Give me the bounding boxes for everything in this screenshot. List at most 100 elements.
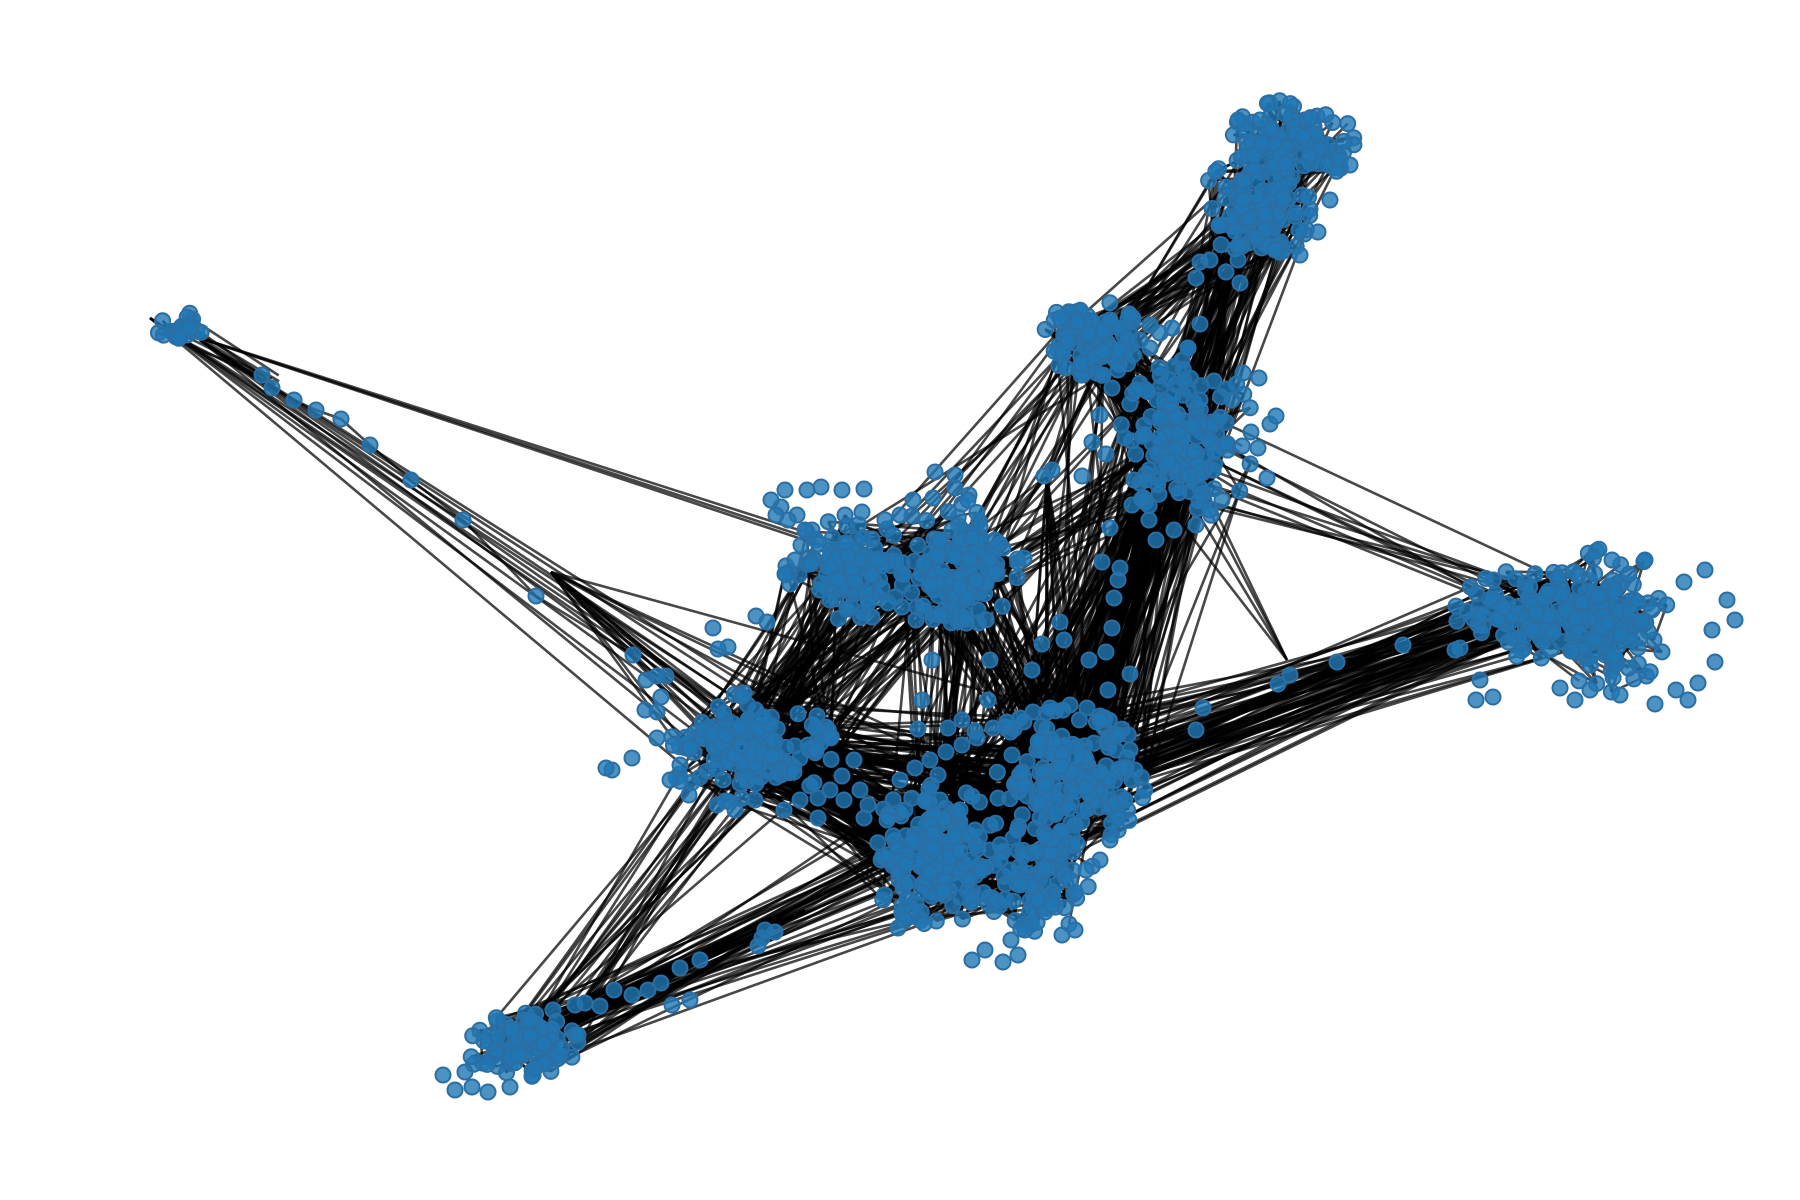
graph-node: [968, 504, 986, 521]
graph-edge: [159, 323, 817, 542]
graph-node: [1184, 417, 1202, 435]
graph-node: [1116, 429, 1134, 447]
graph-node: [1269, 675, 1287, 693]
graph-node: [835, 791, 853, 809]
graph-node: [946, 466, 964, 484]
graph-node: [1241, 455, 1259, 473]
graph-node: [776, 481, 794, 499]
graph-node: [535, 1035, 553, 1053]
graph-node: [307, 401, 325, 419]
graph-node: [1124, 346, 1142, 364]
graph-node: [896, 801, 914, 819]
graph-edge: [812, 475, 1049, 784]
graph-node: [859, 796, 877, 814]
graph-node: [869, 550, 887, 568]
graph-node: [951, 801, 969, 819]
graph-node: [1110, 341, 1128, 359]
graph-node: [462, 1048, 480, 1066]
graph-node: [1317, 106, 1335, 124]
graph-node: [1036, 776, 1054, 794]
graph-edge: [1085, 370, 1130, 736]
graph-node: [939, 503, 957, 521]
graph-node: [652, 688, 670, 706]
graph-node: [1015, 777, 1033, 795]
nodes-layer: [149, 92, 1744, 1101]
graph-node: [1258, 469, 1276, 487]
graph-node: [456, 1063, 474, 1081]
graph-node: [869, 834, 887, 852]
graph-node: [789, 705, 807, 723]
graph-node: [912, 883, 930, 901]
graph-node: [671, 756, 689, 774]
graph-node: [1093, 366, 1111, 384]
graph-node: [993, 597, 1011, 615]
graph-edge: [369, 444, 412, 481]
graph-node: [709, 640, 727, 658]
graph-edge: [1045, 475, 1086, 747]
graph-node: [1245, 146, 1263, 164]
graph-node: [1217, 263, 1235, 281]
graph-node: [976, 941, 994, 959]
graph-node: [829, 571, 847, 589]
graph-node: [1206, 443, 1224, 461]
graph-node: [1471, 671, 1489, 689]
graph-node: [953, 736, 971, 754]
graph-node: [1105, 589, 1123, 607]
graph-node: [1309, 223, 1327, 241]
graph-node: [1187, 721, 1205, 739]
graph-node: [851, 781, 869, 799]
graph-node: [521, 1011, 539, 1029]
graph-node: [855, 480, 873, 498]
graph-node: [527, 587, 545, 605]
graph-edge: [497, 776, 701, 1052]
graph-node: [1605, 647, 1623, 665]
graph-node: [1164, 387, 1182, 405]
graph-node: [1620, 565, 1638, 583]
graph-node: [991, 851, 1009, 869]
graph-node: [478, 1055, 496, 1073]
graph-node: [796, 521, 814, 539]
graph-node: [989, 789, 1007, 807]
graph-node: [1590, 587, 1607, 605]
graph-node: [994, 953, 1012, 971]
graph-node: [731, 718, 749, 736]
graph-node: [802, 555, 820, 573]
graph-node: [791, 749, 809, 767]
graph-node: [1667, 681, 1685, 699]
graph-node: [1229, 237, 1247, 255]
graph-node: [859, 594, 877, 612]
graph-node: [1093, 553, 1111, 571]
graph-node: [1234, 191, 1252, 209]
graph-edge: [535, 594, 634, 657]
graph-node: [821, 781, 839, 799]
graph-node: [1116, 791, 1134, 809]
graph-node: [909, 536, 927, 554]
graph-edge: [1045, 368, 1080, 477]
graph-node: [931, 606, 949, 624]
graph-edge: [532, 758, 728, 1033]
graph-node: [652, 974, 670, 992]
graph-node: [1109, 361, 1127, 379]
graph-node: [839, 547, 857, 565]
graph-node: [833, 481, 851, 499]
graph-node: [1231, 482, 1249, 500]
graph-node: [805, 774, 823, 792]
graph-node: [1011, 876, 1029, 894]
graph-node: [822, 729, 840, 747]
graph-node: [963, 787, 981, 805]
graph-node: [1212, 236, 1230, 254]
graph-node: [863, 566, 881, 584]
graph-edge: [496, 746, 717, 1052]
graph-node: [1066, 921, 1084, 939]
graph-node: [1121, 665, 1139, 683]
graph-edge: [496, 742, 822, 1052]
graph-edge: [542, 922, 925, 1064]
graph-node: [1085, 734, 1103, 752]
graph-node: [981, 551, 999, 569]
graph-node: [918, 512, 936, 530]
graph-node: [1187, 516, 1205, 534]
graph-node: [824, 528, 841, 546]
graph-node: [1217, 178, 1235, 196]
graph-node: [1016, 921, 1034, 939]
graph-node: [975, 884, 993, 902]
